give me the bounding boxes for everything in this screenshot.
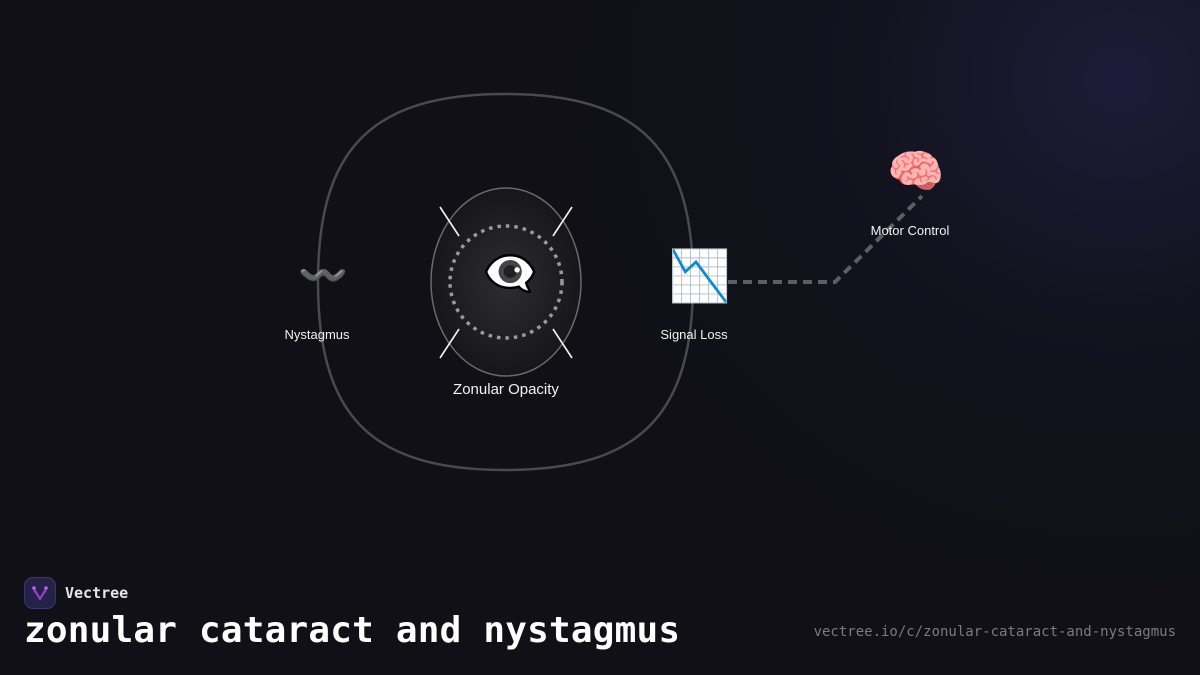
- outer-boundary: [316, 92, 695, 472]
- vectree-logo-icon: [24, 577, 56, 609]
- center-node-label: Zonular Opacity: [453, 381, 559, 398]
- node-label-nystagmus: Nystagmus: [284, 327, 350, 342]
- wavy-dash-icon: 〰️: [298, 254, 348, 298]
- brand: Vectree: [24, 577, 128, 609]
- page-title: zonular cataract and nystagmus: [24, 610, 681, 651]
- node-label-signal-loss: Signal Loss: [660, 327, 728, 342]
- brain-icon: 🧠: [887, 145, 945, 197]
- brand-name: Vectree: [65, 584, 129, 602]
- page-url[interactable]: vectree.io/c/zonular-cataract-and-nystag…: [813, 624, 1176, 640]
- edge-signal-loss-to-motor-control: [728, 194, 924, 284]
- opacity-ring: [448, 224, 564, 340]
- chart-decreasing-icon: 📉: [668, 248, 732, 304]
- node-label-motor-control: Motor Control: [870, 223, 950, 238]
- lens-ellipse: [430, 187, 582, 377]
- zonule-ticks: [439, 206, 573, 359]
- eye-in-speech-bubble-icon: 👁️‍🗨️: [482, 249, 538, 298]
